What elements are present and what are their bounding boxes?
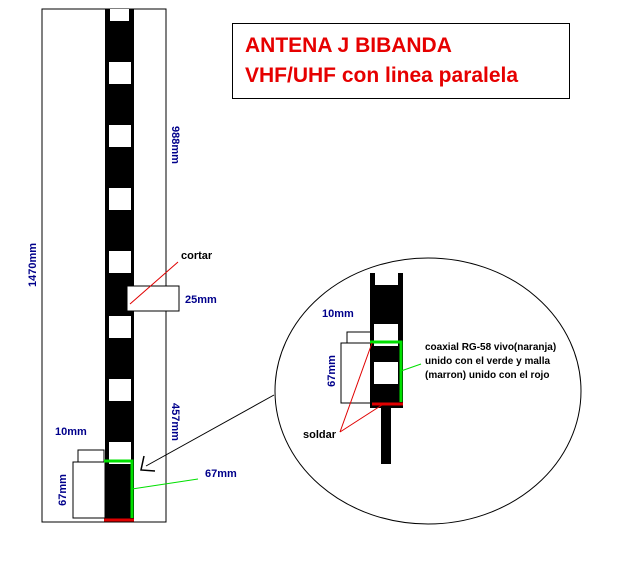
- stub-height-box: [72, 461, 106, 519]
- upper-section-label: 988mm: [169, 126, 181, 164]
- ladder-window: [109, 379, 131, 401]
- title-line-2: VHF/UHF con linea paralela: [245, 64, 519, 87]
- detail-feed-offset-label: 10mm: [322, 308, 354, 320]
- ladder-window: [109, 442, 131, 464]
- title-line-1: ANTENA J BIBANDA: [245, 34, 452, 57]
- detail-feed-wire: [370, 340, 403, 402]
- ladder-top-slot: [110, 9, 129, 21]
- note-line-1: coaxial RG-58 vivo(naranja): [425, 342, 556, 353]
- gap-label: 25mm: [185, 294, 217, 306]
- solder-label: soldar: [303, 429, 337, 441]
- ladder-window: [109, 316, 131, 338]
- lower-section-label: 457mm: [169, 403, 181, 441]
- ladder-window: [109, 62, 131, 84]
- feed-wire: [104, 459, 134, 518]
- note-line-2: unido con el verde y malla: [425, 356, 550, 367]
- total-length-label: 1470mm: [27, 243, 39, 287]
- cut-label: cortar: [181, 250, 213, 262]
- solder-leader-line: [339, 402, 386, 433]
- stub-height-label: 67mm: [57, 474, 69, 506]
- detail-arrow-head: [140, 455, 156, 472]
- feed-length-label: 67mm: [205, 468, 237, 480]
- ladder-window: [109, 125, 131, 147]
- feed-offset-box: [77, 449, 105, 463]
- detail-arrow-line: [145, 394, 275, 467]
- note-line-3: (marron) unido con el rojo: [425, 370, 549, 381]
- ladder-window: [109, 188, 131, 210]
- ladder-windows: [109, 62, 131, 464]
- detail-ladder-window: [374, 362, 398, 384]
- cut-leader-line: [129, 261, 179, 305]
- solder-leader-line: [339, 342, 373, 433]
- detail-circle: [274, 257, 582, 525]
- title-box: ANTENA J BIBANDA VHF/UHF con linea paral…: [232, 23, 570, 99]
- feed-offset-label: 10mm: [55, 426, 87, 438]
- overall-outline: [41, 8, 167, 523]
- detail-note-leader: [400, 363, 422, 372]
- detail-coax-stub: [381, 408, 391, 464]
- detail-stub-height-label: 67mm: [326, 355, 338, 387]
- detail-stub-height-box: [340, 342, 372, 404]
- detail-ladder-top-slot: [375, 273, 398, 285]
- feed-leader-line: [131, 478, 199, 490]
- ladder-window: [109, 251, 131, 273]
- cut-gap-box: [126, 285, 180, 312]
